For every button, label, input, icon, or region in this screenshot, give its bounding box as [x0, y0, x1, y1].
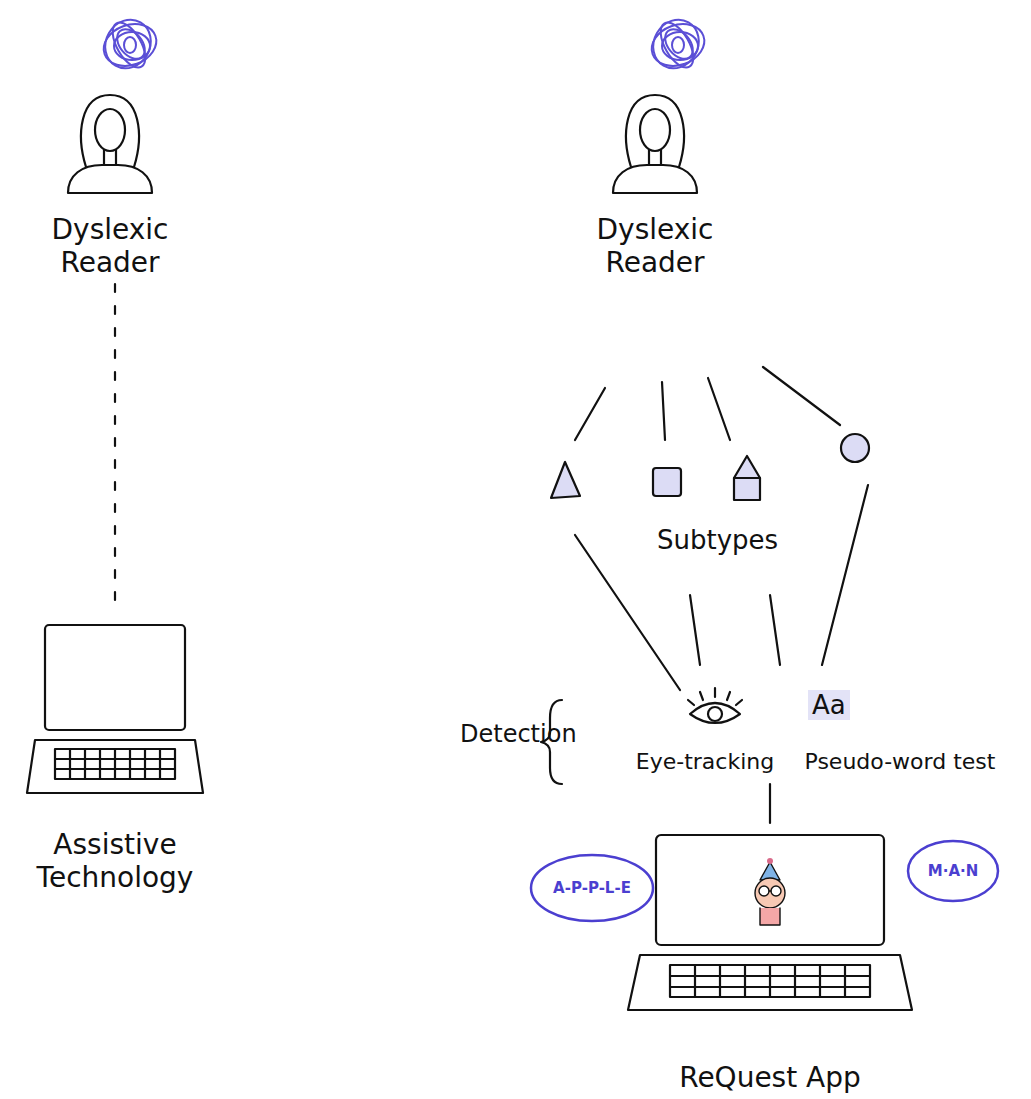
laptop-icon: [628, 835, 912, 1010]
node-label: Dyslexic Reader: [575, 213, 735, 280]
dashed-connector: [114, 284, 116, 608]
subtype-shape: [551, 434, 869, 500]
node-label: M·A·N: [928, 862, 979, 880]
node-label: Dyslexic Reader: [30, 213, 190, 280]
actor-node: Dyslexic Reader: [575, 20, 735, 280]
node-label: Assistive Technology: [35, 828, 195, 895]
bubble-outline: [908, 841, 998, 901]
person-icon: [68, 95, 152, 193]
connector: [769, 784, 771, 823]
node-label: Eye-tracking: [636, 749, 774, 775]
symbol-label: Aa: [808, 690, 850, 720]
speech-bubble: M·A·N: [905, 838, 1001, 904]
actor-node: Dyslexic Reader: [30, 20, 190, 280]
scribble: [644, 11, 710, 76]
avatar: [755, 858, 785, 925]
eye-icon: [688, 688, 742, 723]
node-label: Pseudo-word test: [805, 749, 996, 775]
group-label: Subtypes: [657, 525, 778, 555]
person-icon: [613, 95, 697, 193]
scribble: [96, 11, 162, 76]
group-title: Detection: [460, 720, 577, 749]
device-node: Assistive Technology: [35, 610, 195, 895]
method-node: Eye-tracking: [625, 690, 785, 775]
node-label: ReQuest App: [679, 1061, 861, 1095]
speech-bubble: A-P-P-L-E: [528, 852, 656, 924]
detection-group: DetectionEye-tracking Pseudo-word test: [460, 680, 1020, 780]
bubble-outline: [531, 855, 653, 921]
node-label: A-P-P-L-E: [553, 879, 631, 897]
app-node: ReQuest App: [620, 825, 920, 1095]
laptop-icon: [27, 625, 203, 793]
wire: [575, 367, 868, 690]
